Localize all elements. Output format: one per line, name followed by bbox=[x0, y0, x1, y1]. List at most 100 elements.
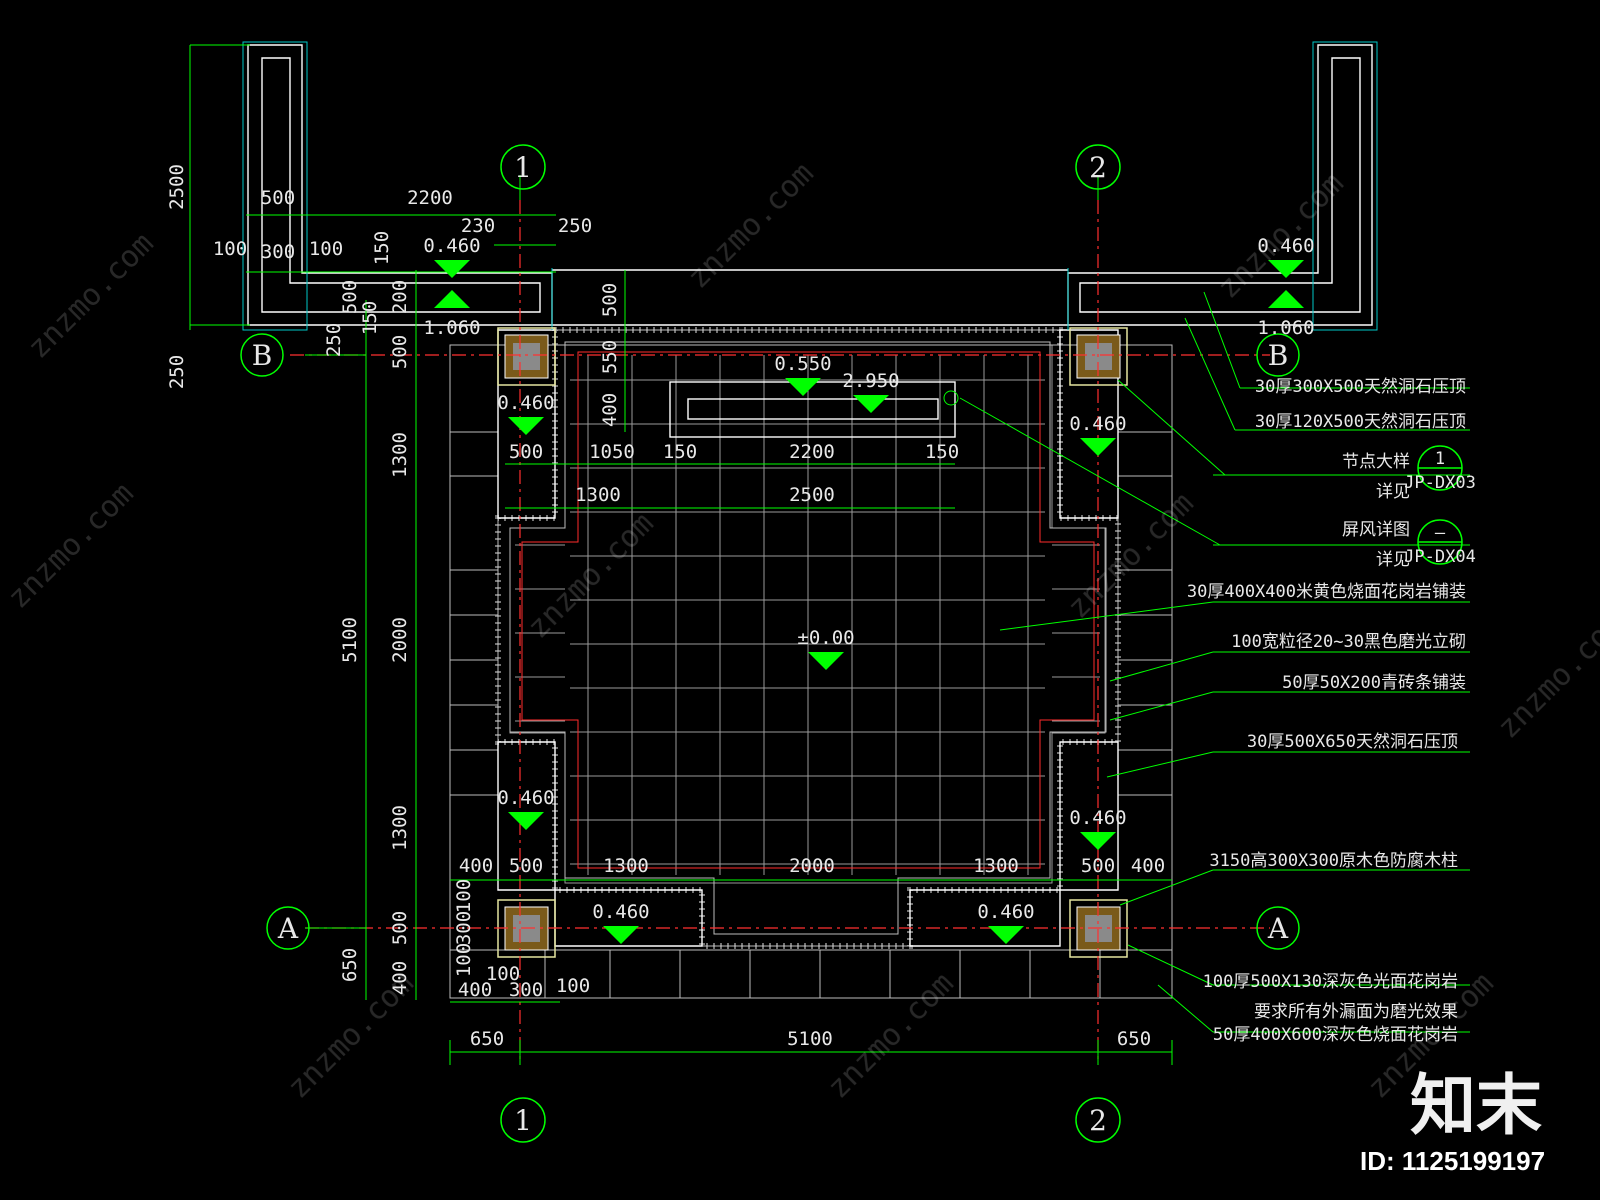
level-seat-right: 1.060 bbox=[1257, 317, 1314, 339]
svg-text:znzmo.com: znzmo.com bbox=[821, 966, 961, 1106]
dim-label: 400 bbox=[458, 979, 492, 1001]
level-col-ul: 0.460 bbox=[497, 392, 554, 414]
axis-b-right: B bbox=[1268, 339, 1289, 372]
note-flamed-granite: 50厚400X600深灰色烧面花岗岩 bbox=[1213, 1025, 1458, 1045]
svg-text:znzmo.com: znzmo.com bbox=[521, 506, 661, 646]
dim-label: 100 bbox=[213, 238, 247, 260]
axis-2-top: 2 bbox=[1089, 151, 1107, 184]
dim-label: 1050 bbox=[589, 441, 635, 463]
dim-label: 500 bbox=[509, 441, 543, 463]
axis-bubbles bbox=[240, 144, 1463, 1143]
dim-label: 650 bbox=[470, 1028, 504, 1050]
axis-a-right: A bbox=[1267, 912, 1289, 945]
note-granite-paving: 30厚400X400米黄色烧面花岗岩铺装 bbox=[1187, 582, 1466, 602]
level-col-lr: 0.460 bbox=[1069, 807, 1126, 829]
node-detail-number: 1 bbox=[1435, 449, 1445, 469]
level-marker-down bbox=[808, 652, 844, 670]
dim-label: 2200 bbox=[789, 441, 835, 463]
dim-label: 1300 bbox=[973, 855, 1019, 877]
level-marker-down bbox=[853, 395, 889, 413]
level-markers bbox=[434, 260, 1304, 944]
axis-lines bbox=[290, 200, 1270, 1060]
note-stone-cap-500x650: 30厚500X650天然洞石压顶 bbox=[1247, 732, 1458, 752]
dim-label: 2000 bbox=[789, 855, 835, 877]
dim-label: 2000 bbox=[389, 617, 411, 663]
level-top-left: 0.460 bbox=[423, 235, 480, 257]
dim-label: 100 bbox=[453, 943, 475, 977]
dim-label: 250 bbox=[166, 355, 188, 389]
dim-label: 500 bbox=[599, 283, 621, 317]
note-timber-column: 3150高300X300原木色防腐木柱 bbox=[1209, 851, 1458, 871]
dim-label: 650 bbox=[339, 948, 361, 982]
cyan-outlines bbox=[242, 41, 1378, 331]
outer-paving bbox=[449, 344, 1173, 999]
level-marker-down bbox=[1080, 438, 1116, 456]
note-stone-cap-120x500: 30厚120X500天然洞石压顶 bbox=[1255, 412, 1466, 432]
screen-detail-number: — bbox=[1435, 523, 1446, 543]
note-stone-cap-300x500: 30厚300X500天然洞石压顶 bbox=[1255, 377, 1466, 397]
dim-label: 500 bbox=[339, 280, 361, 314]
dim-label: 100 bbox=[556, 975, 590, 997]
level-bottom-left: 0.460 bbox=[592, 901, 649, 923]
dim-label: 2500 bbox=[166, 164, 188, 210]
screen-detail-sheet: JP-DX04 bbox=[1404, 547, 1476, 567]
level-col-ll: 0.460 bbox=[497, 787, 554, 809]
axis-b-left: B bbox=[252, 339, 273, 372]
axis-2-bottom: 2 bbox=[1089, 1104, 1107, 1137]
svg-text:znzmo.com: znzmo.com bbox=[21, 226, 161, 366]
axis-a-left: A bbox=[277, 912, 299, 945]
node-detail-sheet: JP-DX03 bbox=[1404, 473, 1476, 493]
dim-label: 150 bbox=[925, 441, 959, 463]
dim-label: 230 bbox=[461, 215, 495, 237]
level-marker-down bbox=[1080, 832, 1116, 850]
dim-label: 400 bbox=[389, 961, 411, 995]
note-node-detail: 节点大样 bbox=[1342, 452, 1410, 472]
dim-label: 400 bbox=[1131, 855, 1165, 877]
level-marker-up bbox=[1268, 290, 1304, 308]
level-top-right: 0.460 bbox=[1257, 235, 1314, 257]
dim-label: 100 bbox=[486, 963, 520, 985]
dim-label: 1300 bbox=[389, 432, 411, 478]
note-see-screen: 详见 bbox=[1376, 550, 1410, 570]
watermark-logo: 知末 bbox=[1410, 1067, 1542, 1144]
dim-label: 2500 bbox=[789, 484, 835, 506]
dim-label: 200 bbox=[389, 280, 411, 314]
svg-text:znzmo.com: znzmo.com bbox=[281, 966, 421, 1106]
level-marker-up bbox=[434, 290, 470, 308]
level-marker-down bbox=[434, 260, 470, 278]
dim-label: 300 bbox=[509, 979, 543, 1001]
dim-label: 650 bbox=[1117, 1028, 1151, 1050]
dim-label: 250 bbox=[558, 215, 592, 237]
dimension-text: 500 2200 230 250 100 300 100 150 2500 25… bbox=[166, 164, 1165, 1050]
level-floor: ±0.00 bbox=[797, 627, 854, 649]
dim-label: 250 bbox=[323, 323, 345, 357]
level-marker-down bbox=[508, 812, 544, 830]
dim-label: 1300 bbox=[575, 484, 621, 506]
level-marker-down bbox=[1268, 260, 1304, 278]
level-col-ur: 0.460 bbox=[1069, 413, 1126, 435]
level-marker-down bbox=[988, 926, 1024, 944]
dim-label: 100 bbox=[453, 879, 475, 913]
svg-text:znzmo.com: znzmo.com bbox=[1061, 486, 1201, 626]
svg-text:znzmo.com: znzmo.com bbox=[1491, 606, 1600, 746]
level-marker-down bbox=[603, 926, 639, 944]
dim-label: 150 bbox=[663, 441, 697, 463]
dim-label: 300 bbox=[453, 911, 475, 945]
dim-label: 400 bbox=[459, 855, 493, 877]
svg-text:znzmo.com: znzmo.com bbox=[1, 476, 141, 616]
dim-label: 150 bbox=[371, 231, 393, 265]
level-screen-base: 0.550 bbox=[774, 353, 831, 375]
dim-label: 500 bbox=[509, 855, 543, 877]
dim-label: 150 bbox=[359, 301, 381, 335]
dim-label: 300 bbox=[261, 241, 295, 263]
level-marker-down bbox=[508, 417, 544, 435]
note-polish-requirement: 要求所有外漏面为磨光效果 bbox=[1254, 1002, 1458, 1022]
material-notes: 30厚300X500天然洞石压顶 30厚120X500天然洞石压顶 节点大样 详… bbox=[1187, 377, 1466, 1045]
note-brick-strip: 50厚50X200青砖条铺装 bbox=[1282, 673, 1466, 693]
note-black-pebble: 100宽粒径20~30黑色磨光立砌 bbox=[1231, 632, 1466, 652]
watermark-id: ID: 1125199197 bbox=[1360, 1146, 1545, 1176]
level-seat-left: 1.060 bbox=[423, 317, 480, 339]
dim-label: 500 bbox=[389, 335, 411, 369]
level-bottom-right: 0.460 bbox=[977, 901, 1034, 923]
